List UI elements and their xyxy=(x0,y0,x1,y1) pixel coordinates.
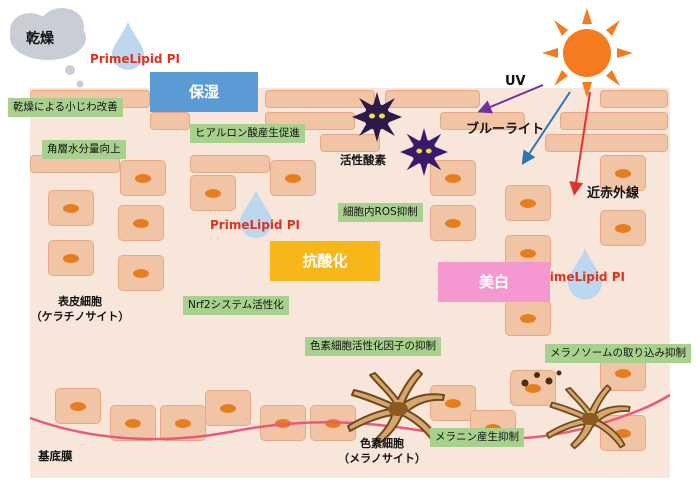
melanosome-dots xyxy=(521,370,562,387)
keratinocyte-cell xyxy=(48,190,94,226)
water-drop-icon xyxy=(240,190,272,238)
melanocyte-icon xyxy=(546,384,631,450)
keratinocyte-cell xyxy=(55,388,101,424)
keratinocyte-cell xyxy=(270,160,316,196)
keratinocyte-cell xyxy=(110,405,156,441)
active-oxygen-label: 活性酸素 xyxy=(340,153,386,167)
blue-light-label: ブルーライト xyxy=(466,122,545,137)
category-whitening: 美白 xyxy=(438,262,550,302)
brand-label: PrimeLipid PI xyxy=(535,270,625,284)
brand-label: PrimeLipid PI xyxy=(210,218,300,232)
keratinocyte-cell xyxy=(600,155,646,191)
melanocyte-label-line1: 色素細胞 xyxy=(360,437,404,450)
effect-hyaluronic: ヒアルロン酸産生促進 xyxy=(190,124,305,143)
keratinocyte-cell xyxy=(118,255,164,291)
category-antioxidant: 抗酸化 xyxy=(270,241,380,281)
virus-icon xyxy=(400,128,448,176)
keratinocyte-cell xyxy=(510,370,556,406)
keratinocyte-cell xyxy=(190,175,236,211)
keratinocyte-cell xyxy=(430,385,476,421)
corneum-cell xyxy=(190,155,270,173)
effect-melanosome: メラノソームの取り込み抑制 xyxy=(545,344,691,363)
corneum-cell xyxy=(545,134,668,152)
virus-icon xyxy=(352,92,402,142)
keratinocyte-cell xyxy=(160,405,206,441)
near-ir-label: 近赤外線 xyxy=(587,186,640,201)
category-moisture: 保湿 xyxy=(150,72,258,112)
uv-label: UV xyxy=(505,74,526,89)
keratinocyte-cell xyxy=(600,210,646,246)
corneum-cell xyxy=(600,90,668,108)
effect-dryness-wrinkles: 乾燥による小じわ改善 xyxy=(8,98,123,117)
keratinocyte-cell xyxy=(118,205,164,241)
keratinocyte-cell xyxy=(120,160,166,196)
effect-pigment-factor: 色素細胞活性化因子の抑制 xyxy=(305,337,441,356)
corneum-cell xyxy=(265,90,375,108)
cloud-label: 乾燥 xyxy=(26,31,54,47)
keratinocyte-cell xyxy=(430,205,476,241)
blue-light-arrow xyxy=(521,91,571,166)
sun-icon xyxy=(542,8,633,98)
melanocyte-label-line2: （メラノサイト） xyxy=(338,451,426,465)
melanocyte-label: 色素細胞 （メラノサイト） xyxy=(322,437,442,467)
corneum-cell xyxy=(385,90,480,108)
keratinocyte-label: 表皮細胞 （ケラチノサイト） xyxy=(20,295,140,325)
corneum-cell xyxy=(320,134,380,152)
cloud-icon xyxy=(10,8,86,88)
effect-melanin: メラニン産生抑制 xyxy=(430,428,524,447)
brand-label: PrimeLipid PI xyxy=(90,52,180,66)
basement-label: 基底膜 xyxy=(38,449,73,463)
water-drop-icon xyxy=(112,22,144,70)
effect-ros: 細胞内ROS抑制 xyxy=(338,203,423,222)
effect-stratum-water: 角層水分量向上 xyxy=(42,140,126,159)
keratinocyte-cell xyxy=(48,240,94,276)
keratinocyte-label-line2: （ケラチノサイト） xyxy=(30,309,130,323)
keratinocyte-label-line1: 表皮細胞 xyxy=(58,295,102,308)
near-ir-arrow xyxy=(569,91,591,196)
keratinocyte-cell xyxy=(505,185,551,221)
uv-arrow xyxy=(477,84,544,114)
keratinocyte-cell xyxy=(205,390,251,426)
effect-nrf2: Nrf2システム活性化 xyxy=(183,296,289,315)
corneum-cell xyxy=(150,112,190,130)
water-drop-icon xyxy=(568,248,602,300)
